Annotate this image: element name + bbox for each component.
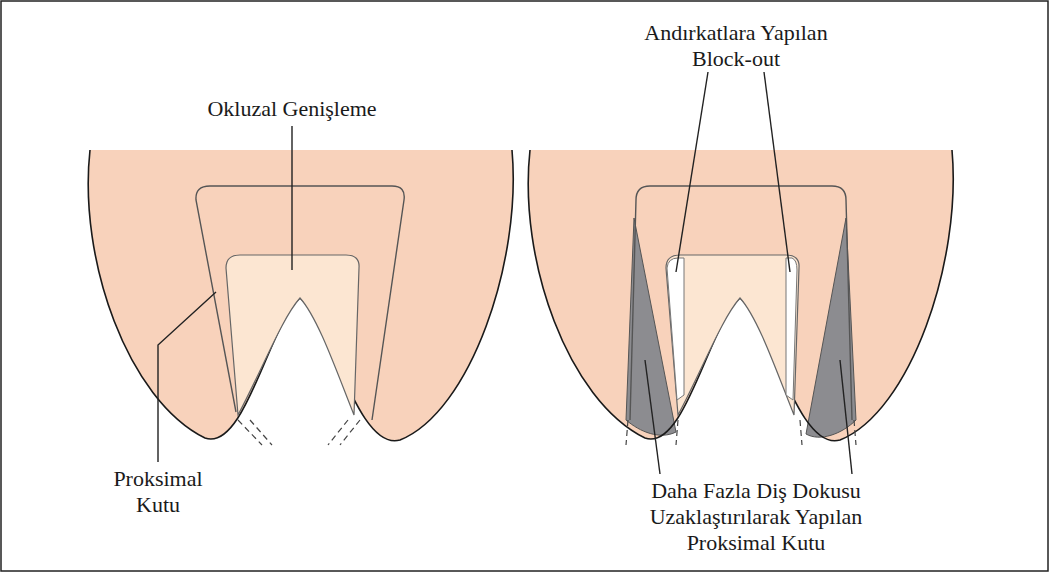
part-label: Andırkatlara Yapılan Block-out <box>616 20 856 72</box>
leader-lines <box>158 72 852 474</box>
part-label: Proksimal Kutu <box>98 466 218 518</box>
part-label: Daha Fazla Diş Dokusu Uzaklaştırılarak Y… <box>621 478 891 556</box>
right-tooth <box>528 150 953 445</box>
part-label: Okluzal Genişleme <box>207 96 376 122</box>
left-tooth <box>88 150 513 445</box>
